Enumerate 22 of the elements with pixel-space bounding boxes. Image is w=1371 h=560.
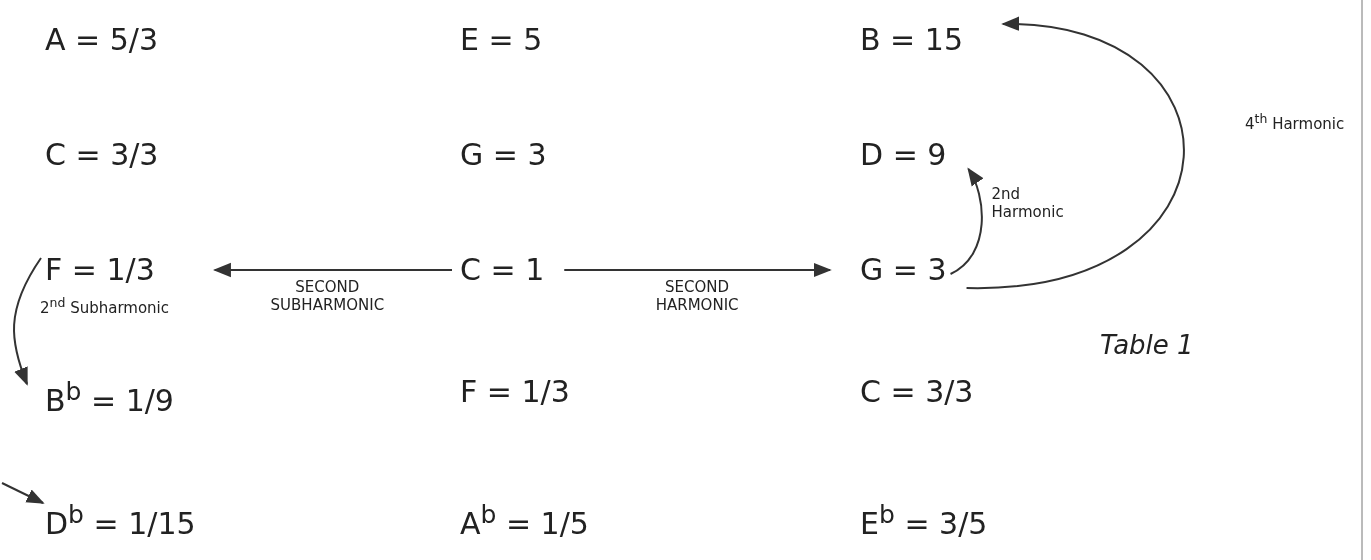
arrow [949, 167, 983, 275]
note-ratio: B$^{b}$ = 1/9 [45, 372, 174, 421]
arrow [965, 18, 1185, 289]
arrow [13, 257, 42, 386]
note-ratio: G = 3 [460, 135, 547, 175]
note-ratio: E$^{b}$ = 3/5 [860, 495, 988, 544]
arrow [1, 482, 45, 504]
note-ratio: D = 9 [860, 135, 947, 175]
note-ratio: C = 3/3 [860, 372, 974, 412]
note-ratio: A$^{b}$ = 1/5 [460, 495, 589, 544]
note-ratio: A = 5/3 [45, 20, 158, 60]
note-ratio: G = 3 [860, 250, 947, 290]
table-caption: Table 1 [1100, 330, 1194, 360]
note-ratio: C = 3/3 [45, 135, 159, 175]
arrow [212, 262, 453, 278]
note-ratio: E = 5 [460, 20, 543, 60]
note-ratio: C = 1 [460, 250, 545, 290]
arrow [563, 262, 832, 278]
note-ratio: D$^{b}$ = 1/15 [45, 495, 196, 544]
note-ratio: B = 15 [860, 20, 963, 60]
note-ratio: F = 1/3 [45, 250, 155, 290]
note-ratio: F = 1/3 [460, 372, 570, 412]
